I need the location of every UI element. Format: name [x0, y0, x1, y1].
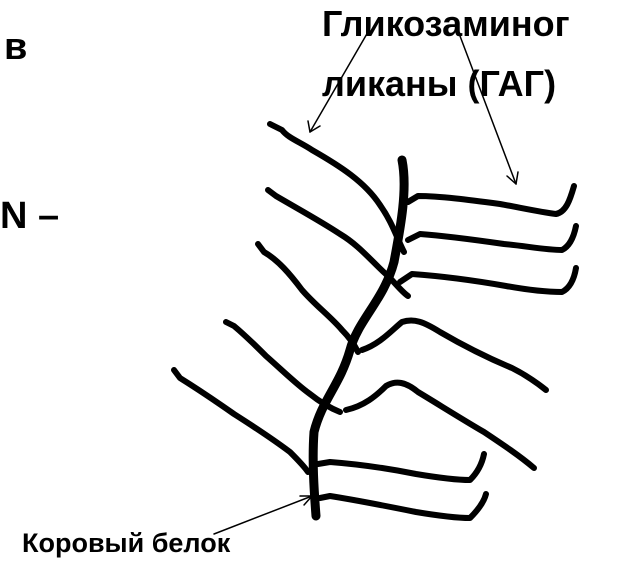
- pointer-line-core: [213, 495, 313, 535]
- gag-chain-right-6: [315, 451, 487, 483]
- gag-label-line-2: ликаны (ГАГ): [322, 63, 557, 104]
- text-fragment-mid: N –: [0, 195, 60, 237]
- gag-chain-left-2: [265, 187, 411, 299]
- pointer-arrowhead-gag-right: [506, 171, 519, 185]
- core-protein-label: Коровый белок: [22, 528, 231, 558]
- gag-chain-right-1: [405, 183, 577, 217]
- gag-chain-right-7: [317, 491, 489, 521]
- pointer-line-gag-right: [459, 35, 517, 185]
- core-protein-strand: [308, 155, 409, 521]
- gag-chain-left-1: [267, 121, 407, 255]
- gag-chain-right-2: [405, 223, 579, 253]
- gag-chain-left-5: [171, 367, 311, 475]
- text-fragment-top: в: [4, 26, 28, 68]
- gag-chain-left-3: [255, 241, 361, 355]
- gag-chain-right-3: [397, 265, 579, 295]
- pointer-arrowhead-gag-left: [307, 120, 321, 133]
- pointer-arrowhead-core: [299, 495, 313, 506]
- gag-label-line-1: Гликозаминог: [322, 3, 570, 44]
- gag-chain-right-4: [359, 317, 549, 393]
- gag-chain-right-5: [343, 379, 537, 471]
- pointer-line-gag-left: [309, 31, 369, 133]
- gag-chain-left-4: [223, 319, 343, 415]
